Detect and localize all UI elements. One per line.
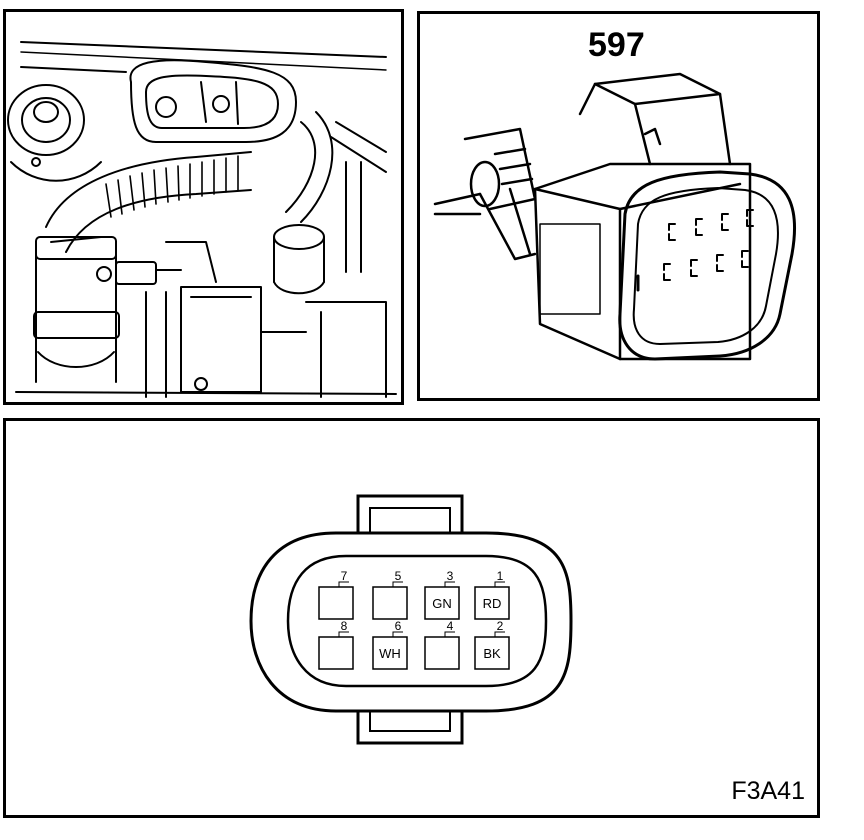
- pin-cavity: [318, 636, 354, 670]
- pin-number-label: 1: [497, 569, 504, 583]
- pin-2: 2BK: [474, 619, 510, 670]
- engine-bay-illustration: [3, 9, 404, 405]
- pin-number-label: 4: [447, 619, 454, 633]
- pin-8: 8: [318, 619, 354, 670]
- pin-number-label: 8: [341, 619, 348, 633]
- wire-color-label: BK: [483, 646, 501, 661]
- pin-cavity: [474, 586, 510, 620]
- pin-cavity: [424, 636, 460, 670]
- pin-1: 1RD: [474, 569, 510, 620]
- pin-cavity: [474, 636, 510, 670]
- pin-6: 6WH: [372, 619, 408, 670]
- part-number-label: 597: [588, 26, 645, 64]
- pin-7: 7: [318, 569, 354, 620]
- pin-cavity: [372, 586, 408, 620]
- connector-597-drawing: [433, 72, 797, 361]
- pin-cavity: [424, 586, 460, 620]
- pin-number-label: 3: [447, 569, 454, 583]
- pin-number-label: 2: [497, 619, 504, 633]
- wire-color-label: GN: [432, 596, 452, 611]
- pin-cavity: [318, 586, 354, 620]
- pin-3: 3GN: [424, 569, 460, 620]
- pin-cavities: 7 5 3GN 1RD 8 6WH 4 2BK: [318, 569, 510, 670]
- figure-id-label: F3A41: [731, 777, 805, 805]
- pin-number-label: 5: [395, 569, 402, 583]
- pin-number-label: 6: [395, 619, 402, 633]
- pin-number-label: 7: [341, 569, 348, 583]
- wire-color-label: WH: [379, 646, 401, 661]
- engine-bay-drawing: [7, 41, 397, 398]
- connector-597-illustration: 597: [417, 11, 820, 401]
- pinout-drawing: 7 5 3GN 1RD 8 6WH 4 2BK: [249, 494, 573, 745]
- pin-5: 5: [372, 569, 408, 620]
- pin-4: 4: [424, 619, 460, 670]
- wire-color-label: RD: [483, 596, 502, 611]
- pin-cavity: [372, 636, 408, 670]
